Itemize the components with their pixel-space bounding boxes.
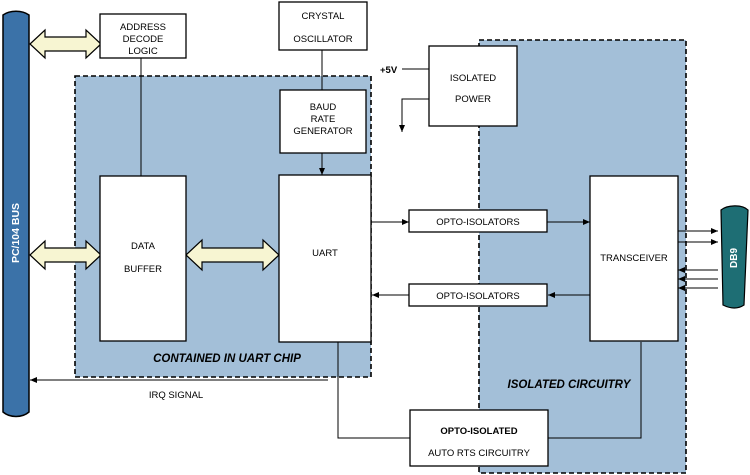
isolated-region-label: ISOLATED CIRCUITRY	[508, 379, 632, 391]
uart-label: UART	[312, 248, 338, 259]
bus-to-buffer-arrow	[29, 239, 102, 271]
plus5v-label: +5V	[380, 65, 398, 76]
crystal-oscillator-line2: OSCILLATOR	[293, 34, 352, 45]
power-output-line	[399, 98, 429, 132]
address-decode-block	[99, 13, 187, 59]
auto-rts-line2: AUTO RTS CIRCUITRY	[428, 448, 531, 459]
isolated-power-block	[428, 45, 518, 127]
address-decode-line1: ADDRESS	[120, 22, 166, 33]
db9-connector	[720, 205, 749, 309]
baud-rate-line1: BAUD	[310, 102, 337, 113]
opto-isolators-bottom-block	[408, 283, 548, 307]
opto-isolators-top-block	[408, 209, 548, 233]
baud-rate-generator-block	[279, 89, 367, 154]
auto-rts-block	[409, 409, 549, 467]
transceiver-label: TRANSCEIVER	[600, 253, 668, 264]
bus-to-address-arrow	[29, 28, 102, 60]
transceiver-to-autorts-line	[548, 342, 642, 439]
irq-signal-label: IRQ SIGNAL	[149, 390, 203, 401]
baud-rate-line3: GENERATOR	[293, 126, 352, 137]
uart-to-autorts-line	[337, 342, 410, 439]
uart-block	[278, 174, 372, 343]
opto-isolators-bottom-label: OPTO-ISOLATORS	[436, 291, 519, 302]
data-buffer-line2: BUFFER	[124, 264, 162, 275]
transceiver-block	[589, 175, 679, 342]
auto-rts-line1: OPTO-ISOLATED	[440, 426, 517, 437]
address-decode-line3: LOGIC	[128, 46, 158, 57]
db9-label: DB9	[729, 248, 740, 268]
pc104-bus	[2, 10, 30, 418]
crystal-oscillator-block	[278, 1, 368, 51]
crystal-oscillator-line1: CRYSTAL	[302, 11, 345, 22]
isolated-power-line2: POWER	[455, 94, 491, 105]
uart-chip-region-label: CONTAINED IN UART CHIP	[153, 353, 301, 365]
data-buffer-line1: DATA	[131, 241, 156, 252]
data-buffer-block	[99, 175, 187, 342]
address-decode-line2: DECODE	[123, 34, 164, 45]
isolated-power-line1: ISOLATED	[450, 73, 496, 84]
pc104-bus-label: PC/104 BUS	[10, 203, 22, 263]
baud-rate-line2: RATE	[311, 114, 336, 125]
opto-isolators-top-label: OPTO-ISOLATORS	[436, 217, 519, 228]
